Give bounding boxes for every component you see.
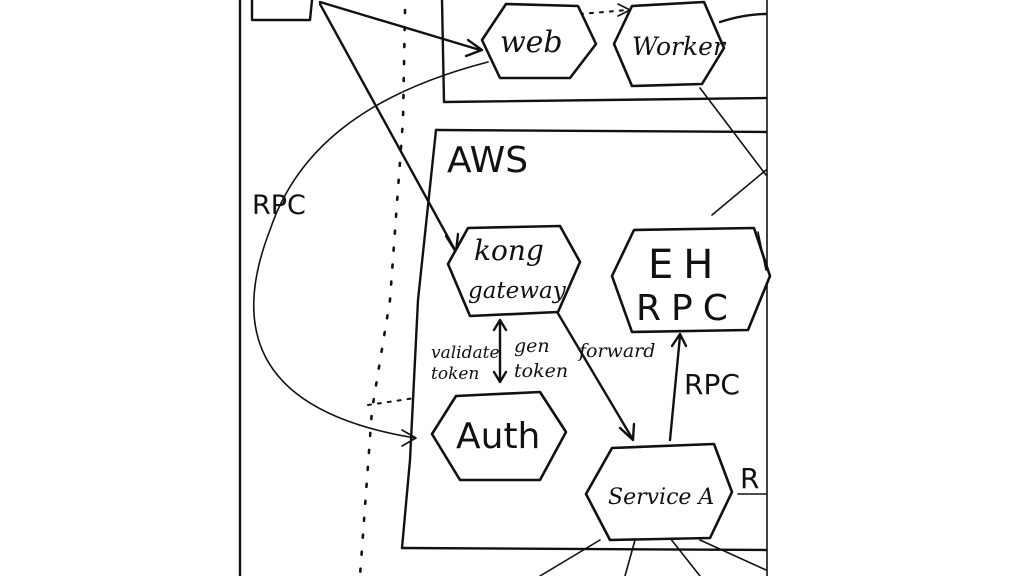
bottom-outgoing-line-4 xyxy=(699,539,767,571)
validate-token-label-line1: validate xyxy=(431,343,500,363)
kong-to-service-arrowhead xyxy=(618,422,636,442)
kong-auth-arrowhead-up xyxy=(492,318,508,332)
service-a-node-label: Service A xyxy=(608,485,714,510)
bottom-outgoing-line-2 xyxy=(624,539,636,576)
worker-node-label: Worker xyxy=(632,32,727,61)
rpc-web-to-auth-curve xyxy=(253,61,489,439)
auth-node-label: Auth xyxy=(456,416,540,457)
service-to-eh-arrowhead xyxy=(670,332,688,348)
worker-outbound-line xyxy=(718,12,768,24)
client-to-web-arrowhead xyxy=(464,38,484,58)
dotted-boundary-line xyxy=(358,8,407,576)
cut-off-node-edge xyxy=(757,231,767,271)
service-a-node-shape xyxy=(584,442,734,542)
auth-node: Auth xyxy=(430,390,568,482)
bottom-outgoing-line-1 xyxy=(539,539,601,576)
eh-rpc-label-line2: RPC xyxy=(636,288,738,329)
dotted-connector xyxy=(367,397,416,406)
aws-region-left-edge xyxy=(400,128,438,550)
client-to-web-arrow xyxy=(318,0,482,52)
validate-token-label-line2: token xyxy=(431,364,479,384)
rpc-left-label: RPC xyxy=(252,190,306,221)
client-to-kong-arrow xyxy=(318,2,457,252)
gen-token-label-line2: token xyxy=(514,360,568,382)
aws-region-label: AWS xyxy=(447,140,528,181)
kong-gateway-node: kong gateway xyxy=(446,224,582,318)
eh-to-right-line xyxy=(711,169,767,216)
web-to-worker-dashed xyxy=(579,9,629,15)
rpc-service-label: RPC xyxy=(684,368,740,401)
bottom-outgoing-line-3 xyxy=(669,537,701,576)
rpc-web-to-auth-arrowhead xyxy=(401,429,417,447)
worker-node: Worker xyxy=(612,0,727,88)
aws-region-top-edge xyxy=(434,128,768,134)
kong-gateway-label-line2: gateway xyxy=(468,278,567,304)
service-a-node: Service A xyxy=(584,442,734,542)
kong-auth-arrowhead-down xyxy=(492,370,508,384)
web-node: web xyxy=(480,2,598,80)
web-node-shape xyxy=(480,2,598,80)
service-to-eh-rpc-arrow xyxy=(668,334,682,442)
worker-to-right-line xyxy=(699,87,767,176)
top-region-box xyxy=(440,0,768,104)
cut-off-label: R xyxy=(740,462,759,495)
eh-rpc-node: EH RPC xyxy=(610,226,772,334)
eh-rpc-label-line1: EH xyxy=(648,242,723,288)
gen-token-label-line1: gen xyxy=(514,335,550,357)
kong-gateway-node-shape xyxy=(446,224,582,318)
forward-label: forward xyxy=(577,340,655,362)
worker-node-shape xyxy=(612,0,726,88)
kong-gateway-label-line1: kong xyxy=(474,234,544,267)
eh-rpc-node-shape xyxy=(610,226,772,334)
web-node-label: web xyxy=(500,25,563,60)
kong-to-service-forward-arrow xyxy=(548,298,634,440)
external-client-box xyxy=(250,0,314,22)
auth-node-shape xyxy=(430,390,568,482)
